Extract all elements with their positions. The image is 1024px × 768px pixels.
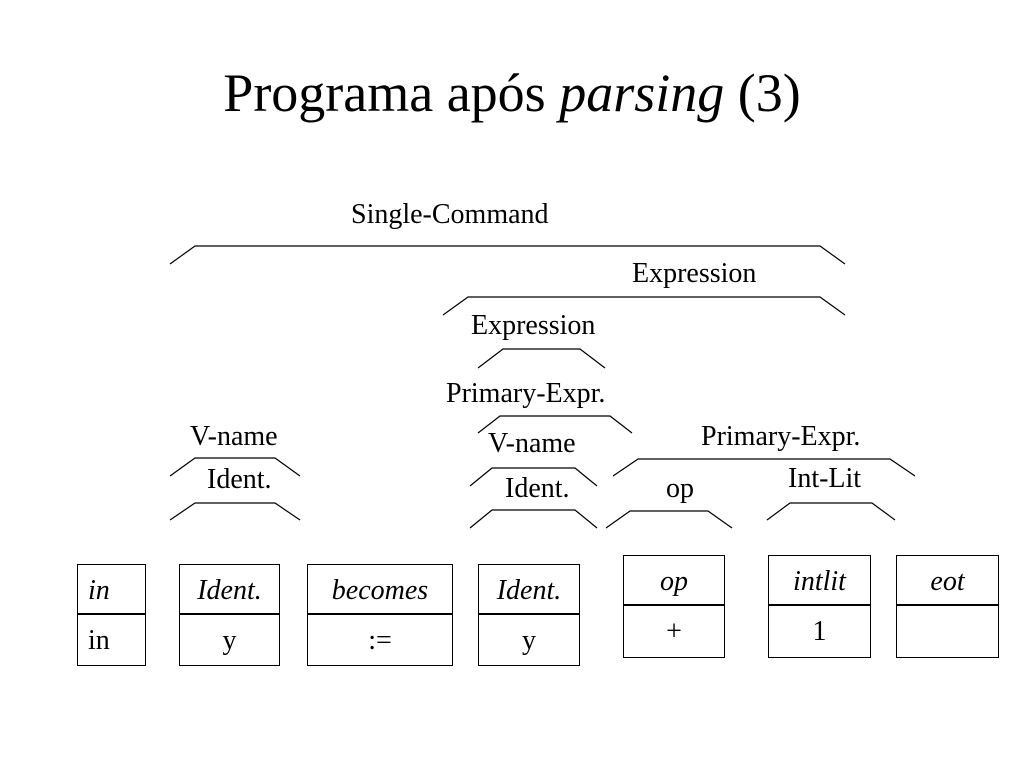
node-ident-mid: Ident.: [505, 473, 570, 504]
bracket-int-lit: [766, 502, 896, 521]
node-v-name-mid: V-name: [488, 428, 576, 459]
node-expression-outer: Expression: [632, 258, 757, 289]
token-spelling: 1: [812, 616, 827, 647]
token-kind: Ident.: [479, 565, 579, 615]
bracket-ident-left: [169, 502, 301, 521]
title-emphasis: parsing: [559, 63, 725, 123]
token-box-eot: eot: [896, 555, 999, 658]
token-kind: eot: [897, 556, 998, 606]
token-box-intlit: intlit 1: [768, 555, 871, 658]
title-prefix: Programa após: [223, 63, 560, 123]
token-box-becomes: becomes :=: [307, 564, 453, 666]
node-ident-left: Ident.: [207, 464, 272, 495]
token-spelling: y: [222, 625, 237, 656]
token-spelling: +: [666, 616, 682, 647]
token-kind: in: [78, 565, 145, 615]
token-spelling: :=: [368, 625, 392, 656]
token-box-in: in in: [77, 564, 146, 666]
node-expression-inner: Expression: [471, 310, 596, 341]
bracket-expression-inner: [477, 348, 606, 369]
node-v-name-left: V-name: [190, 421, 278, 452]
token-spelling: in: [88, 625, 110, 656]
token-kind: intlit: [769, 556, 870, 606]
node-op: op: [666, 473, 694, 504]
title-suffix: (3): [724, 63, 801, 123]
node-primary-expr-right: Primary-Expr.: [701, 421, 861, 452]
bracket-expression-outer: [442, 296, 846, 316]
token-spelling: y: [522, 625, 536, 656]
token-kind: op: [624, 556, 724, 606]
bracket-primary-expr-left: [477, 415, 633, 434]
node-int-lit: Int-Lit: [788, 463, 862, 494]
bracket-primary-expr-right: [612, 458, 916, 477]
token-box-ident-2: Ident. y: [478, 564, 580, 666]
bracket-ident-mid: [469, 509, 598, 529]
bracket-v-name-left: [169, 457, 301, 477]
token-kind: Ident.: [180, 565, 279, 615]
token-kind: becomes: [308, 565, 452, 615]
token-box-ident-1: Ident. y: [179, 564, 280, 666]
token-box-op: op +: [623, 555, 725, 658]
bracket-op: [605, 510, 733, 529]
node-primary-expr-left: Primary-Expr.: [446, 378, 606, 409]
slide-title: Programa após parsing (3): [0, 60, 1024, 126]
node-single-command: Single-Command: [351, 199, 549, 230]
token-spelling: [897, 606, 998, 656]
bracket-single-command: [169, 245, 846, 265]
bracket-v-name-mid: [469, 467, 598, 487]
